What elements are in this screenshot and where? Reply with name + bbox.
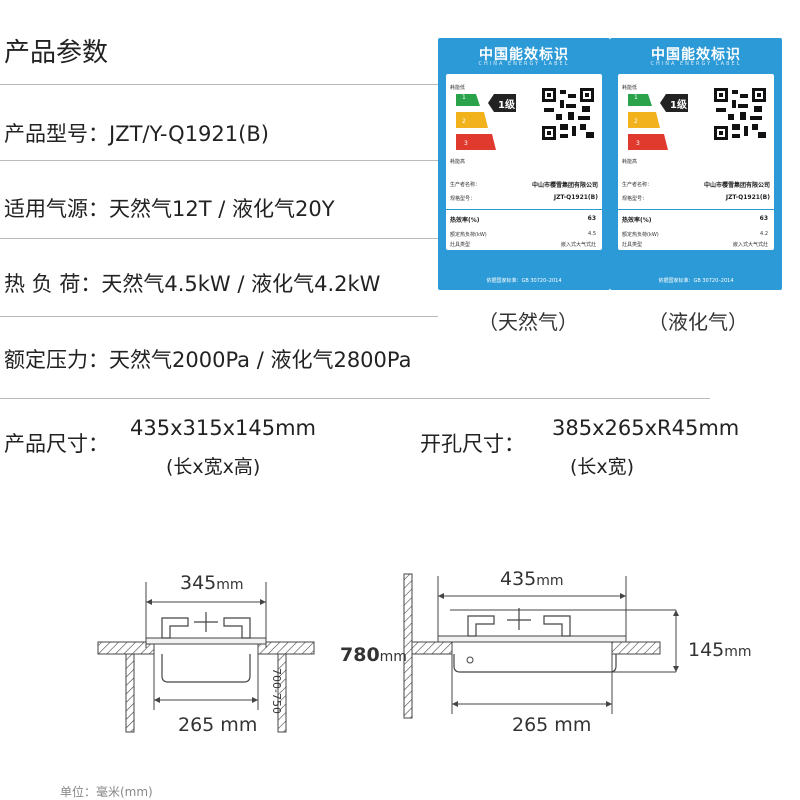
model-value: JZT-Q1921(B) bbox=[725, 194, 770, 201]
qr-code-icon bbox=[542, 88, 594, 140]
label-body: 耗能低 1 2 3 1级 耗能高 生产者名称： 中山市樱雪集团有限公司 规格型号… bbox=[446, 74, 602, 250]
heat-value: 天然气4.5kW / 液化气4.2kW bbox=[101, 272, 381, 296]
label-header-en: CHINA ENERGY LABEL bbox=[650, 61, 742, 67]
divider bbox=[446, 209, 602, 210]
heat-label: 热 负 荷： bbox=[4, 272, 102, 296]
maker-label: 生产者名称： bbox=[450, 182, 481, 188]
type-label: 灶具类型 bbox=[450, 242, 471, 248]
size-label: 产品尺寸： bbox=[4, 432, 109, 456]
divider bbox=[0, 238, 438, 239]
cutout-note: (长x宽) bbox=[570, 456, 635, 478]
width-345-unit: mm bbox=[216, 577, 244, 593]
grade-bars bbox=[628, 94, 688, 150]
model-row: 产品型号：JZT/Y-Q1921(B) bbox=[4, 118, 269, 148]
load-value: 4.2 bbox=[760, 231, 768, 237]
grade-3: 3 bbox=[636, 140, 640, 147]
cutout-value: 385x265xR45mm bbox=[552, 416, 740, 440]
grade-1: 1 bbox=[462, 94, 466, 101]
divider bbox=[0, 84, 438, 85]
type-value: 嵌入式大气式灶 bbox=[560, 242, 596, 248]
width-435-unit: mm bbox=[536, 573, 564, 589]
model-label: 产品型号： bbox=[4, 122, 109, 146]
unit-note: 单位：毫米(mm) bbox=[60, 785, 153, 799]
label-header: 中国能效标识 bbox=[651, 47, 741, 63]
pressure-value: 天然气2000Pa / 液化气2800Pa bbox=[109, 348, 412, 372]
low-text: 耗能低 bbox=[622, 85, 638, 91]
divider bbox=[618, 209, 774, 210]
gas-value: 天然气12T / 液化气20Y bbox=[109, 197, 335, 221]
maker-value: 中山市樱雪集团有限公司 bbox=[531, 182, 598, 189]
energy-label-natural-gas: 中国能效标识 CHINA ENERGY LABEL 耗能低 1 2 3 1级 耗… bbox=[438, 38, 610, 290]
front-installation-drawing bbox=[97, 582, 315, 733]
width-265-label: 265 mm bbox=[178, 714, 258, 736]
standard-text: 依据国家标准：GB 30720–2014 bbox=[486, 278, 562, 284]
height-145-value: 145 bbox=[688, 639, 725, 661]
efficiency-label: 热效率(%) bbox=[450, 217, 480, 224]
side-installation-drawing bbox=[403, 573, 679, 719]
divider bbox=[0, 398, 710, 399]
type-label: 灶具类型 bbox=[622, 242, 643, 248]
type-value: 嵌入式大气式灶 bbox=[732, 242, 768, 248]
divider bbox=[0, 160, 438, 161]
high-text: 耗能高 bbox=[450, 159, 466, 165]
model-value: JZT-Q1921(B) bbox=[553, 194, 598, 201]
gas-row: 适用气源：天然气12T / 液化气20Y bbox=[4, 193, 335, 223]
height-145-label: 145mm bbox=[688, 639, 752, 661]
label-body: 耗能低 1 2 3 1级 耗能高 生产者名称： 中山市樱雪集团有限公司 规格型号… bbox=[618, 74, 774, 250]
grade-bars bbox=[456, 94, 516, 150]
pressure-row: 额定压力：天然气2000Pa / 液化气2800Pa bbox=[4, 344, 412, 374]
label-header-en: CHINA ENERGY LABEL bbox=[478, 61, 570, 67]
height-700-750-label: 700-750 bbox=[270, 668, 283, 714]
standard-text: 依据国家标准：GB 30720–2014 bbox=[658, 278, 734, 284]
pressure-label: 额定压力： bbox=[4, 348, 109, 372]
efficiency-value: 63 bbox=[587, 215, 596, 222]
label-header: 中国能效标识 bbox=[479, 47, 569, 63]
load-label: 额定热负荷(kW) bbox=[450, 232, 487, 238]
efficiency-label: 热效率(%) bbox=[622, 217, 652, 224]
size-note: (长x宽x高) bbox=[166, 456, 261, 478]
height-145-unit: mm bbox=[724, 644, 752, 660]
load-label: 额定热负荷(kW) bbox=[622, 232, 659, 238]
low-text: 耗能低 bbox=[450, 85, 466, 91]
caption-natural-gas: （天然气） bbox=[478, 310, 578, 334]
width-265-label: 265 mm bbox=[512, 714, 592, 736]
width-435-value: 435 bbox=[500, 568, 537, 590]
cutout-label: 开孔尺寸： bbox=[420, 432, 525, 456]
level-badge: 1级 bbox=[498, 100, 515, 111]
model-value: JZT/Y-Q1921(B) bbox=[109, 122, 269, 146]
level-badge: 1级 bbox=[670, 100, 687, 111]
width-345-value: 345 bbox=[180, 572, 217, 594]
load-value: 4.5 bbox=[588, 231, 596, 237]
qr-code-icon bbox=[714, 88, 766, 140]
grade-2: 2 bbox=[462, 118, 466, 125]
model-label: 规格型号： bbox=[450, 196, 476, 202]
grade-3: 3 bbox=[464, 140, 468, 147]
caption-lpg: （液化气） bbox=[648, 310, 748, 334]
page-title: 产品参数 bbox=[4, 38, 109, 68]
grade-1: 1 bbox=[634, 94, 638, 101]
depth-780-label: 780mm bbox=[340, 644, 407, 666]
divider bbox=[0, 316, 438, 317]
high-text: 耗能高 bbox=[622, 159, 638, 165]
size-value: 435x315x145mm bbox=[130, 416, 317, 440]
width-345-label: 345mm bbox=[180, 572, 244, 594]
depth-780-unit: mm bbox=[379, 649, 407, 665]
depth-780-value: 780 bbox=[340, 644, 380, 666]
efficiency-value: 63 bbox=[759, 215, 768, 222]
width-435-label: 435mm bbox=[500, 568, 564, 590]
maker-label: 生产者名称： bbox=[622, 182, 653, 188]
model-label: 规格型号： bbox=[622, 196, 648, 202]
gas-label: 适用气源： bbox=[4, 197, 109, 221]
maker-value: 中山市樱雪集团有限公司 bbox=[703, 182, 770, 189]
energy-label-lpg: 中国能效标识 CHINA ENERGY LABEL 耗能低 1 2 3 1级 耗… bbox=[610, 38, 782, 290]
heat-row: 热 负 荷：天然气4.5kW / 液化气4.2kW bbox=[4, 268, 380, 298]
grade-2: 2 bbox=[634, 118, 638, 125]
